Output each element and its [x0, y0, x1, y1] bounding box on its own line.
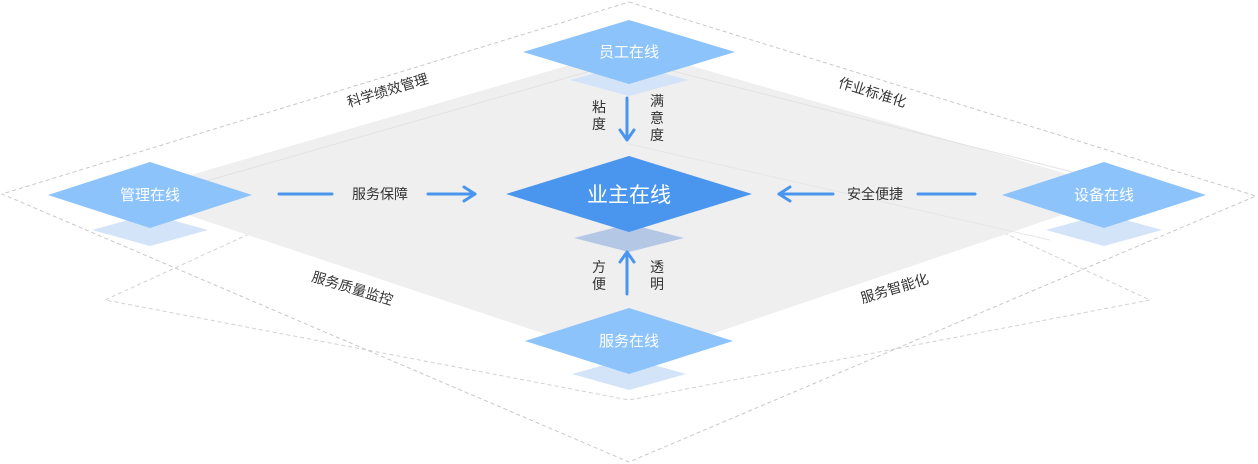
arrow-left-to-center [277, 185, 477, 203]
edge-label-bottom-left: 方便 [592, 260, 606, 293]
node-top-diamond [523, 20, 735, 84]
node-bottom[interactable]: 服务在线 [525, 308, 733, 374]
edge-label-top-right: 满意度 [650, 94, 664, 144]
right-node-shadow [1046, 214, 1162, 246]
node-left-diamond [48, 162, 252, 228]
plane-guide-line [628, 143, 1051, 241]
edge-label-left: 服务保障 [352, 187, 408, 203]
node-left-label: 管理在线 [120, 186, 180, 204]
node-left[interactable]: 管理在线 [48, 162, 252, 228]
node-top-label: 员工在线 [599, 43, 659, 61]
node-bottom-diamond [525, 308, 733, 374]
plane-guide-line [628, 59, 1121, 185]
plane-guide-line [139, 59, 630, 201]
edge-label-top-left: 粘度 [592, 100, 606, 133]
center-node-shadow [574, 224, 684, 252]
node-center-label: 业主在线 [587, 183, 671, 207]
node-right-diamond [1002, 162, 1206, 228]
node-top[interactable]: 员工在线 [523, 20, 735, 84]
left-node-shadow [92, 214, 208, 246]
node-right-label: 设备在线 [1074, 186, 1134, 204]
node-center[interactable]: 业主在线 [506, 156, 752, 232]
border-label-upper-left: 科学绩效管理 [345, 71, 430, 111]
node-right[interactable]: 设备在线 [1002, 162, 1206, 228]
node-bottom-label: 服务在线 [599, 332, 659, 350]
border-label-upper-right: 作业标准化 [836, 75, 908, 111]
arrow-top-to-center [618, 96, 636, 142]
node-center-diamond [506, 156, 752, 232]
arrow-bottom-to-center [618, 250, 636, 296]
edge-label-right: 安全便捷 [847, 186, 903, 203]
edge-label-bottom-right: 透明 [650, 260, 664, 293]
arrow-right-to-center [777, 185, 977, 203]
